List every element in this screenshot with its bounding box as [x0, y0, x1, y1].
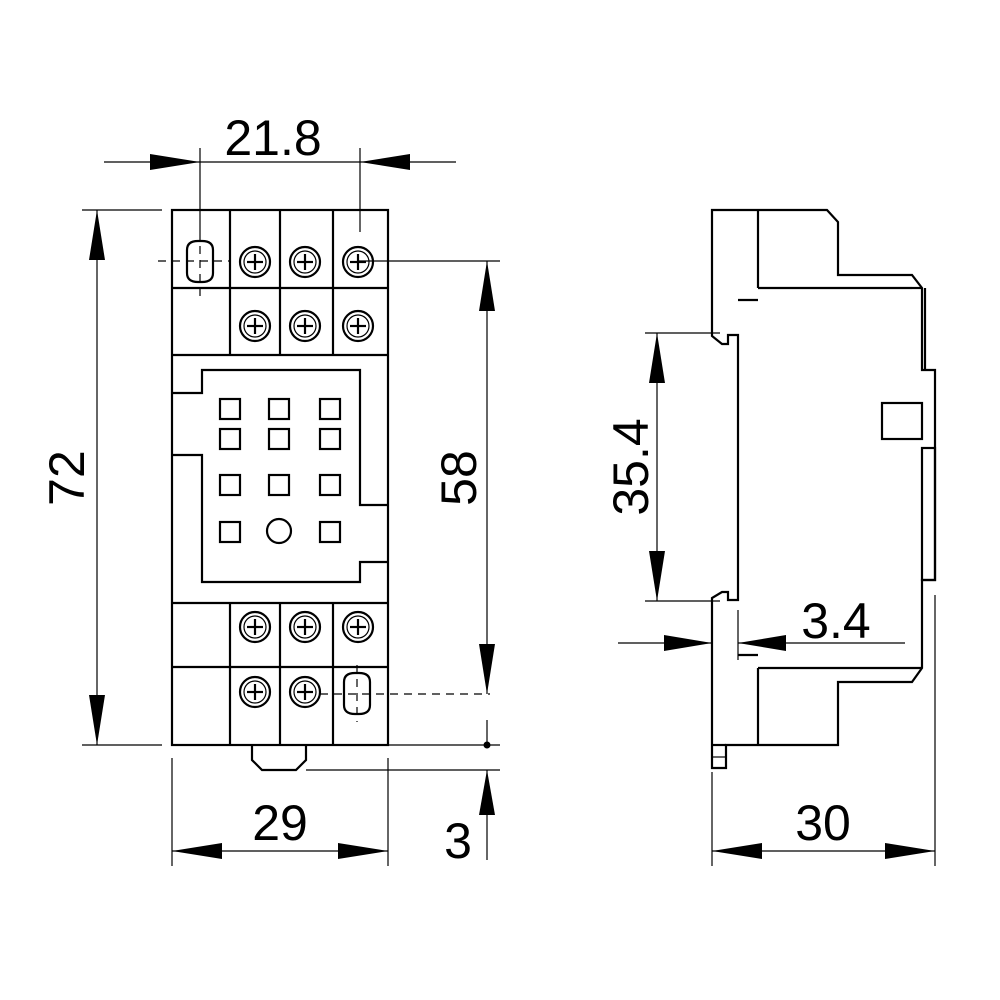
- screw-icon: [288, 610, 322, 644]
- dimension-label-bottom-width: 29: [252, 795, 308, 851]
- screw-icon: [238, 245, 272, 279]
- screw-icon: [288, 309, 322, 343]
- screw-icon: [341, 309, 375, 343]
- dimension-label-total-height: 72: [39, 450, 95, 506]
- pin-sockets: [218, 397, 342, 545]
- screw-icon: [238, 610, 272, 644]
- side-dimensions: 35.4 3.4 30: [603, 332, 936, 866]
- dimension-label-side-depth: 30: [795, 795, 851, 851]
- side-rail-groove: [920, 446, 937, 582]
- mounting-hole-top: [185, 239, 215, 284]
- screw-icon: [288, 675, 322, 709]
- dimension-label-top-width: 21.8: [224, 110, 321, 166]
- front-dimensions: 21.8 72 58 3 29: [39, 110, 500, 869]
- front-view: [158, 208, 490, 772]
- dimension-label-screw-height: 58: [431, 450, 487, 506]
- side-view-body: [710, 208, 937, 770]
- mounting-hole-bottom: [342, 671, 372, 716]
- dimension-label-bottom-offset: 3: [444, 813, 472, 869]
- dimension-label-rail-height: 35.4: [603, 418, 659, 515]
- screw-icon: [341, 610, 375, 644]
- din-clip: [250, 745, 308, 772]
- screw-icon-group-bottom: [238, 610, 375, 709]
- screw-icon: [238, 675, 272, 709]
- side-view: [710, 208, 937, 770]
- side-latch: [880, 401, 924, 441]
- screw-icon-group-top: [238, 245, 375, 343]
- dimension-label-rail-offset: 3.4: [801, 593, 871, 649]
- screw-icon: [288, 245, 322, 279]
- relay-receptacle: [172, 368, 388, 584]
- screw-icon: [341, 245, 375, 279]
- screw-icon: [238, 309, 272, 343]
